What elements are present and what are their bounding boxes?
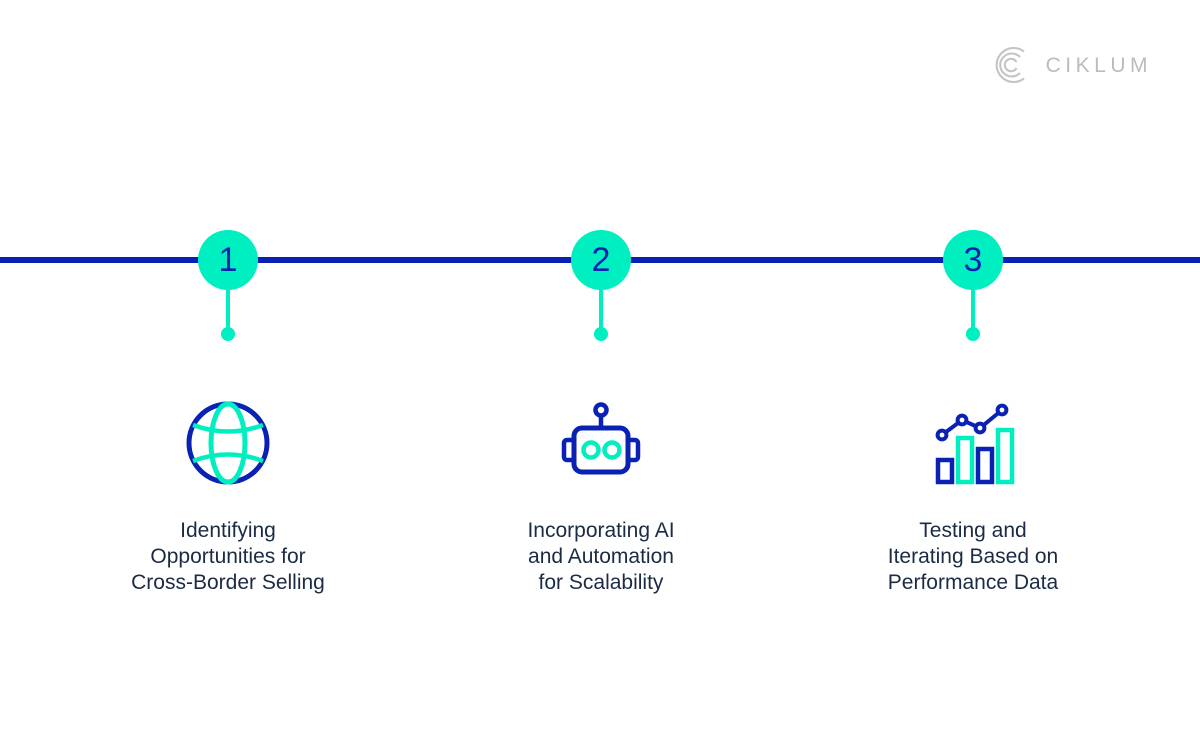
- caption-line: for Scalability: [538, 571, 664, 594]
- caption-line: Opportunities for: [150, 545, 306, 568]
- bar-chart-trend-icon: [928, 398, 1018, 488]
- robot-icon: [556, 398, 646, 488]
- ciklum-concentric-arcs-logo-icon: [990, 44, 1032, 86]
- caption-line: Iterating Based on: [887, 545, 1059, 568]
- brand-name: CIKLUM: [1045, 53, 1152, 77]
- step-connector-stem: [226, 288, 230, 334]
- caption-line: Incorporating AI: [527, 519, 675, 542]
- caption-line: Identifying: [180, 519, 276, 542]
- step-caption: Incorporating AI and Automation for Scal…: [461, 518, 741, 596]
- timeline-step-1[interactable]: 1 Identifying Opportunities for Cross-Bo…: [78, 0, 378, 754]
- caption-line: Cross-Border Selling: [131, 571, 325, 594]
- step-connector-stem: [599, 288, 603, 334]
- step-connector-dot: [966, 327, 980, 341]
- brand-logo: CIKLUM: [990, 44, 1152, 86]
- step-connector-dot: [594, 327, 608, 341]
- step-number-badge: 2: [571, 230, 631, 290]
- caption-line: and Automation: [528, 545, 674, 568]
- step-caption: Identifying Opportunities for Cross-Bord…: [88, 518, 368, 596]
- globe-icon: [183, 398, 273, 488]
- step-number-badge: 3: [943, 230, 1003, 290]
- caption-line: Performance Data: [887, 571, 1059, 594]
- timeline-step-3[interactable]: 3 Testing and Iterating Based on Perform…: [823, 0, 1123, 754]
- step-connector-dot: [221, 327, 235, 341]
- caption-line: Testing and: [919, 519, 1027, 542]
- step-caption: Testing and Iterating Based on Performan…: [833, 518, 1113, 596]
- step-connector-stem: [971, 288, 975, 334]
- step-number-badge: 1: [198, 230, 258, 290]
- timeline-step-2[interactable]: 2 Incorporating AI and Automation for Sc…: [451, 0, 751, 754]
